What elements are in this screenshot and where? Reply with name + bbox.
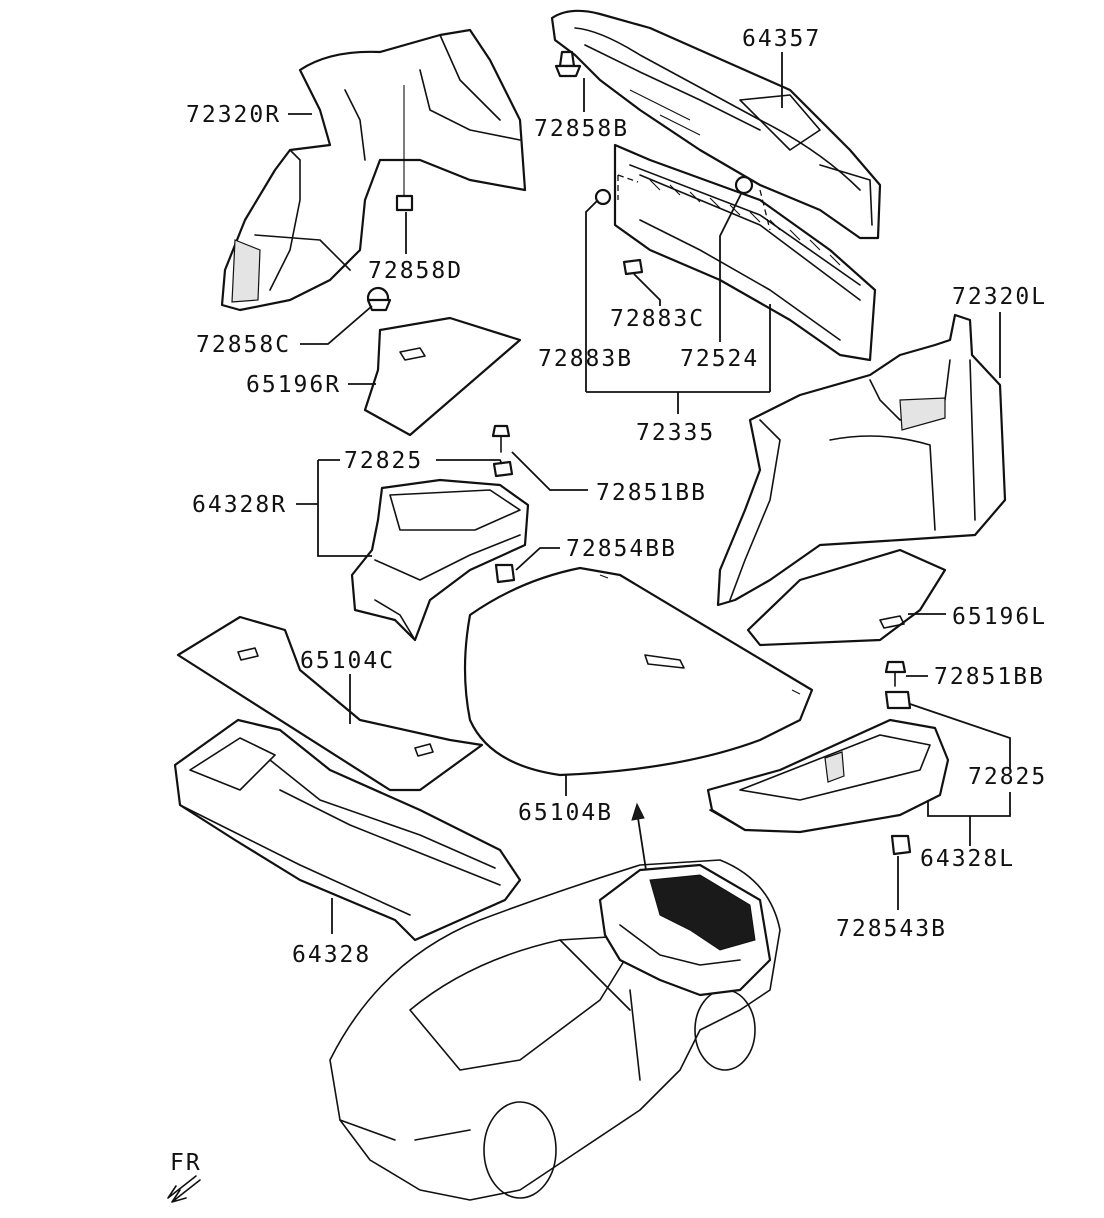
label-72524[interactable]: 72524 <box>680 346 759 372</box>
part-65104B-floor-board[interactable] <box>463 566 814 777</box>
part-72883C-clip[interactable] <box>622 258 644 276</box>
part-72320L-left-side-trim[interactable] <box>716 313 1007 607</box>
label-65104B[interactable]: 65104B <box>518 800 613 826</box>
leader-lines <box>288 52 1011 934</box>
label-72883B[interactable]: 72883B <box>538 346 633 372</box>
label-72854BB[interactable]: 72854BB <box>566 536 677 562</box>
front-direction-arrow-icon <box>167 1175 201 1203</box>
part-65104C-pad[interactable] <box>176 615 484 792</box>
part-72858D-clip[interactable] <box>395 85 414 212</box>
label-72825-left[interactable]: 72825 <box>968 764 1047 790</box>
label-728543B[interactable]: 728543B <box>836 916 947 942</box>
label-64328L[interactable]: 64328L <box>920 846 1015 872</box>
part-65196L-pad[interactable] <box>746 548 947 647</box>
part-72854BB-clip[interactable] <box>494 563 516 584</box>
label-64328R[interactable]: 64328R <box>192 492 287 518</box>
label-65104C[interactable]: 65104C <box>300 648 395 674</box>
car-outline <box>329 859 781 1201</box>
label-72851BB-right[interactable]: 72851BB <box>596 480 707 506</box>
part-72851BB-screw-upper[interactable] <box>491 424 511 453</box>
part-72825-clip-right[interactable] <box>492 460 514 478</box>
label-64328[interactable]: 64328 <box>292 942 371 968</box>
part-72883B-clip[interactable] <box>594 188 612 206</box>
label-72335[interactable]: 72335 <box>636 420 715 446</box>
label-64357[interactable]: 64357 <box>742 26 821 52</box>
part-64328R-tray[interactable] <box>350 478 530 642</box>
part-72858B-clip[interactable] <box>554 50 582 78</box>
front-direction-label: FR <box>170 1150 202 1176</box>
label-72858D[interactable]: 72858D <box>368 258 463 284</box>
label-72320L[interactable]: 72320L <box>952 284 1047 310</box>
label-72858B[interactable]: 72858B <box>534 116 629 142</box>
part-72825-clip-left[interactable] <box>884 690 912 710</box>
label-65196R[interactable]: 65196R <box>246 372 341 398</box>
part-64328L-tray[interactable] <box>706 718 950 834</box>
part-72320R-right-side-trim[interactable] <box>220 28 527 312</box>
label-72883C[interactable]: 72883C <box>610 306 705 332</box>
part-65196R-pad[interactable] <box>363 316 522 437</box>
part-72524-cap[interactable] <box>734 175 754 195</box>
part-72851BB-screw-lower[interactable] <box>884 660 907 687</box>
part-64328-main-tray[interactable] <box>173 718 522 942</box>
label-72825-right[interactable]: 72825 <box>344 448 423 474</box>
label-65196L[interactable]: 65196L <box>952 604 1047 630</box>
location-arrow <box>631 802 647 871</box>
label-72858C[interactable]: 72858C <box>196 332 291 358</box>
part-64357-shelf-trim[interactable] <box>550 9 882 240</box>
label-72320R[interactable]: 72320R <box>186 102 281 128</box>
label-72851BB-left[interactable]: 72851BB <box>934 664 1045 690</box>
part-728543B-clip[interactable] <box>890 834 912 856</box>
part-labels: 64357 72858B 72320R 72858D 72858C 65196R… <box>170 26 1047 1176</box>
